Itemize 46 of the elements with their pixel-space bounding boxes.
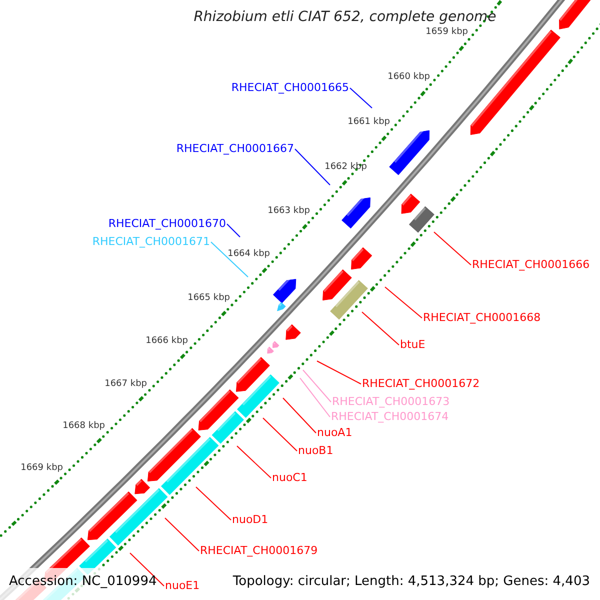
gene-label: nuoA1 (317, 426, 352, 440)
scale-label: 1661 kbp (348, 118, 390, 128)
scale-label: 1664 kbp (228, 250, 270, 260)
gene-label: RHECIAT_CH0001668 (423, 312, 541, 324)
scale-label: 1662 kbp (324, 163, 367, 173)
leader-line (350, 88, 372, 108)
leader-line (282, 398, 316, 434)
diagram-title: Rhizobium etli CIAT 652, complete genome (194, 10, 496, 26)
leader-line (434, 232, 472, 266)
scale-label: 1665 kbp (188, 294, 230, 304)
scale-label: 1663 kbp (268, 207, 310, 217)
gene-label: nuoC1 (272, 472, 308, 484)
genome-info-text: Topology: circular; Length: 4,513,324 bp; Genes: 4,403 (232, 574, 590, 590)
leader-line (210, 242, 248, 278)
leader-line (300, 378, 330, 418)
gene-label: nuoB1 (298, 444, 334, 458)
leader-line (362, 312, 400, 346)
leader-line (294, 148, 330, 186)
leader-line (302, 370, 332, 402)
gene-label: RHECIAT_CH0001671 (92, 236, 210, 248)
gene-label: RHECIAT_CH0001672 (362, 378, 480, 390)
gene-label: nuoD1 (232, 514, 268, 526)
leader-line (226, 224, 240, 238)
gene-label: RHECIAT_CH0001674 (331, 410, 449, 424)
scale-label: 1659 kbp (426, 28, 468, 38)
gene-label: RHECIAT_CH0001666 (472, 258, 590, 272)
gene-label: RHECIAT_CH0001667 (176, 142, 294, 156)
scale-label: 1669 kbp (20, 464, 63, 474)
leader-line (236, 446, 272, 478)
leader-line (196, 486, 232, 520)
scale-label: 1667 kbp (104, 380, 147, 390)
gene-label: nuoE1 (165, 580, 200, 592)
leader-line (262, 418, 298, 452)
gene-label: RHECIAT_CH0001670 (108, 218, 226, 230)
scale-label: 1666 kbp (146, 337, 188, 347)
accession-text: Accession: NC_010994 (9, 574, 157, 590)
scale-label: 1668 kbp (62, 422, 105, 432)
leader-line (130, 552, 164, 586)
leader-line (316, 360, 362, 384)
gene-label: btuE (400, 338, 426, 352)
leader-line (164, 518, 200, 552)
gene-label: RHECIAT_CH0001665 (231, 82, 349, 94)
leader-line (384, 286, 422, 318)
gene-label: RHECIAT_CH0001679 (200, 544, 318, 558)
gene-label: RHECIAT_CH0001673 (332, 396, 450, 408)
scale-label: 1660 kbp (388, 73, 430, 83)
